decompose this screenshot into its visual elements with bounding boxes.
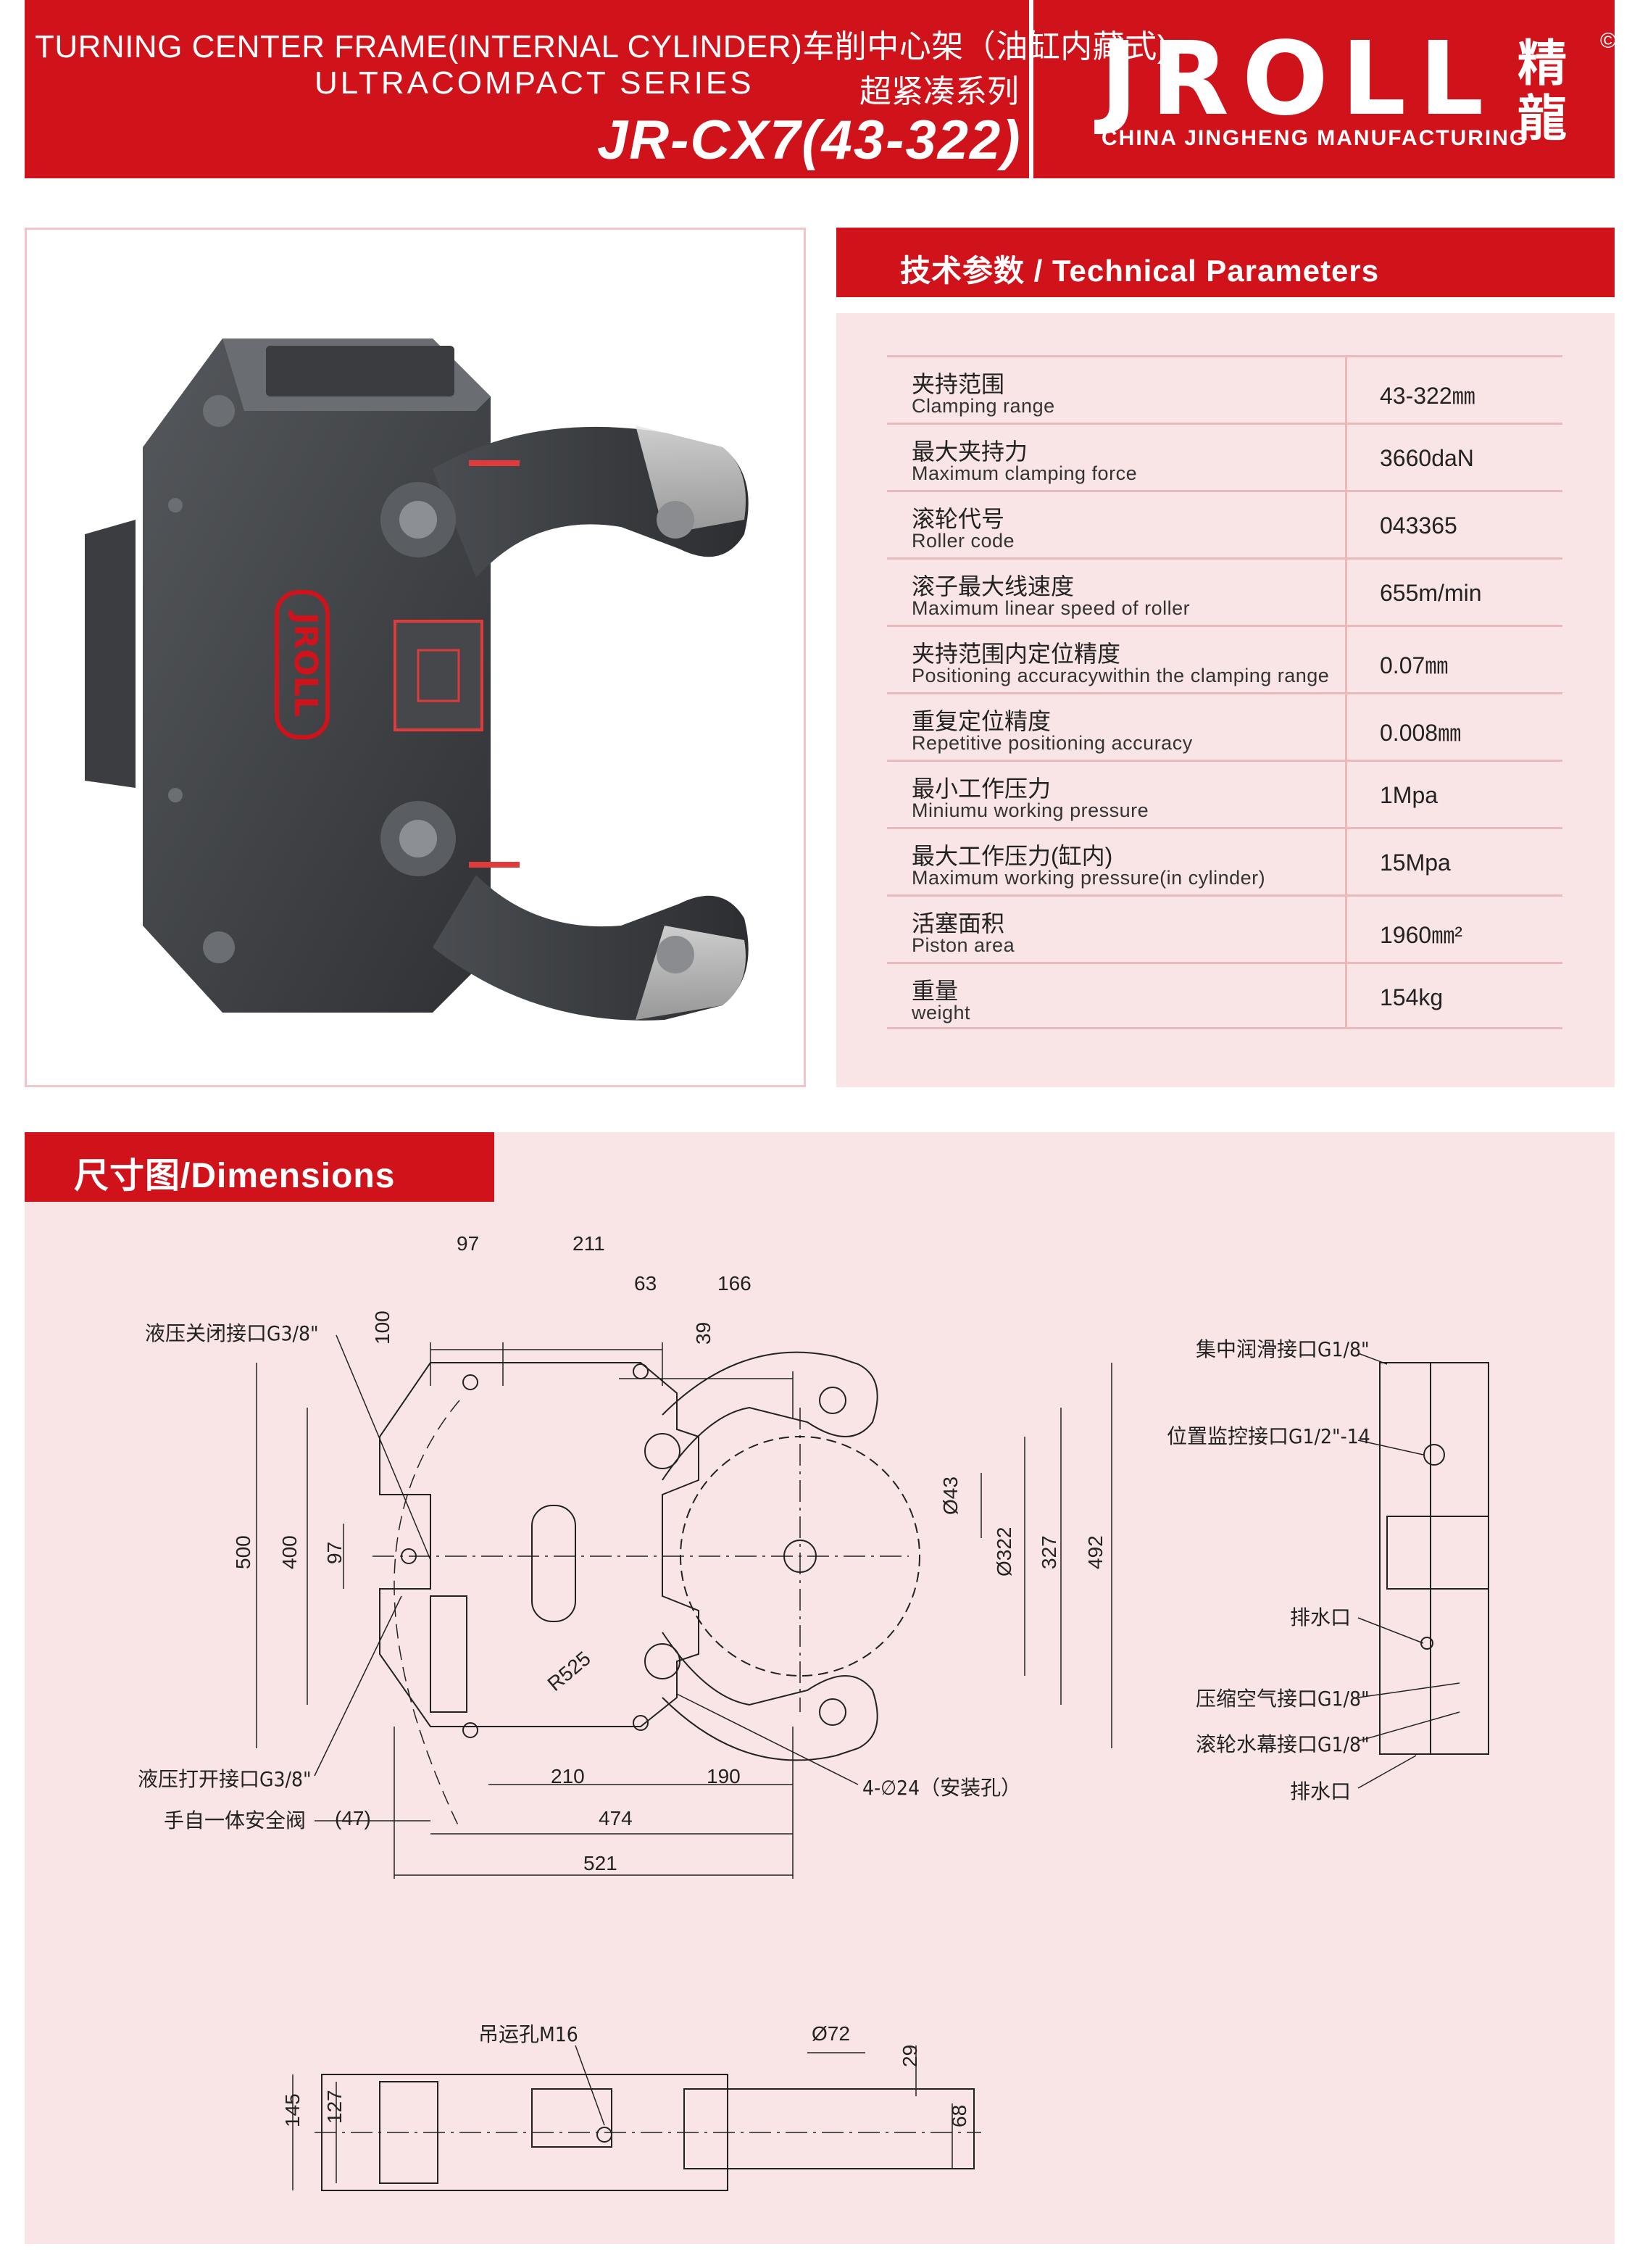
param-name-en: weight bbox=[912, 1002, 971, 1023]
product-photo-frame: JROLL bbox=[25, 228, 806, 1087]
param-name-cn: 夹持范围 bbox=[912, 371, 1005, 397]
param-value: 15Mpa bbox=[1380, 850, 1451, 876]
param-name-en: Maximum linear speed of roller bbox=[912, 597, 1191, 619]
param-value: 0.07㎜ bbox=[1380, 652, 1449, 678]
dimension-drawing bbox=[256, 1334, 1489, 2191]
param-name-en: Roller code bbox=[912, 530, 1015, 552]
param-name-en: Piston area bbox=[912, 934, 1015, 956]
table-row: 重复定位精度 Repetitive positioning accuracy 0… bbox=[887, 692, 1562, 760]
table-row: 夹持范围 Clamping range 43-322㎜ bbox=[887, 355, 1562, 423]
param-name-en: Clamping range bbox=[912, 395, 1055, 417]
dim-63: 63 bbox=[634, 1272, 657, 1295]
tech-params-table: 夹持范围 Clamping range 43-322㎜ 最大夹持力 Maximu… bbox=[887, 355, 1562, 1029]
dim-47: (47) bbox=[335, 1807, 371, 1829]
dim-474: 474 bbox=[599, 1807, 633, 1829]
dim-dia43: Ø43 bbox=[939, 1476, 962, 1515]
label-mount-holes: 4-∅24（安装孔） bbox=[862, 1776, 1022, 1800]
copyright-icon: © bbox=[1600, 29, 1617, 53]
param-value: 3660daN bbox=[1380, 445, 1474, 471]
table-row: 夹持范围内定位精度 Positioning accuracywithin the… bbox=[887, 625, 1562, 692]
dim-190: 190 bbox=[707, 1765, 741, 1787]
param-value: 0.008㎜ bbox=[1380, 720, 1462, 746]
tech-params-panel: 夹持范围 Clamping range 43-322㎜ 最大夹持力 Maximu… bbox=[836, 313, 1615, 1087]
dim-97-top: 97 bbox=[457, 1232, 480, 1255]
table-row: 滚子最大线速度 Maximum linear speed of roller 6… bbox=[887, 557, 1562, 625]
param-name-en: Positioning accuracywithin the clamping … bbox=[912, 665, 1330, 686]
label-water-port: 滚轮水幕接口G1/8" bbox=[1196, 1732, 1370, 1756]
label-position-port: 位置监控接口G1/2"-14 bbox=[1167, 1424, 1370, 1448]
header-series-cn: 超紧凑系列 bbox=[859, 74, 1019, 109]
dimensions-title: 尺寸图/Dimensions bbox=[74, 1157, 396, 1195]
param-value: 1960㎜² bbox=[1380, 922, 1462, 948]
param-name-cn: 滚子最大线速度 bbox=[912, 573, 1075, 599]
param-name-cn: 最大工作压力(缸内) bbox=[912, 843, 1113, 869]
dim-500: 500 bbox=[232, 1535, 254, 1569]
label-drain-1: 排水口 bbox=[1290, 1606, 1352, 1629]
brand-subtitle: CHINA JINGHENG MANUFACTURING bbox=[1102, 126, 1528, 150]
param-name-cn: 夹持范围内定位精度 bbox=[912, 641, 1121, 667]
dimensions-header: 尺寸图/Dimensions bbox=[25, 1132, 494, 1202]
dim-100: 100 bbox=[371, 1310, 394, 1345]
dim-145: 145 bbox=[281, 2093, 304, 2127]
dim-521: 521 bbox=[583, 1852, 617, 1874]
brand-cn: 精龍 bbox=[1517, 36, 1568, 146]
label-air-port: 压缩空气接口G1/8" bbox=[1196, 1687, 1370, 1711]
param-name-cn: 最小工作压力 bbox=[912, 776, 1052, 802]
header-model: JR-CX7(43-322) bbox=[597, 109, 1022, 171]
dimensions-panel bbox=[25, 1132, 1615, 2244]
header-series: ULTRACOMPACT SERIES bbox=[315, 65, 754, 101]
param-name-cn: 重复定位精度 bbox=[912, 708, 1052, 734]
label-hyd-close-port: 液压关闭接口G3/8" bbox=[145, 1321, 319, 1345]
dim-211: 211 bbox=[573, 1232, 605, 1255]
header-title-line1: TURNING CENTER FRAME(INTERNAL CYLINDER)车… bbox=[35, 29, 1168, 65]
dim-327: 327 bbox=[1038, 1535, 1060, 1569]
table-row: 活塞面积 Piston area 1960㎜² bbox=[887, 894, 1562, 962]
param-name-en: Maximum working pressure(in cylinder) bbox=[912, 867, 1266, 889]
param-name-en: Miniumu working pressure bbox=[912, 799, 1149, 821]
param-name-cn: 滚轮代号 bbox=[912, 506, 1005, 532]
dim-97-left: 97 bbox=[323, 1541, 346, 1564]
brand-logo: JROLL CHINA JINGHENG MANUFACTURING 精龍 bbox=[1068, 26, 1575, 164]
param-name-cn: 重量 bbox=[912, 978, 959, 1004]
label-safety-valve: 手自一体安全阀 bbox=[164, 1808, 307, 1832]
dim-dia322: Ø322 bbox=[993, 1526, 1015, 1577]
dim-492: 492 bbox=[1084, 1535, 1107, 1569]
param-value: 655m/min bbox=[1380, 580, 1482, 606]
brand-logo-word: JROLL bbox=[1100, 20, 1497, 138]
param-name-en: Repetitive positioning accuracy bbox=[912, 732, 1193, 754]
dim-210: 210 bbox=[551, 1765, 585, 1787]
table-row: 重量 weight 154kg bbox=[887, 962, 1562, 1029]
param-name-en: Maximum clamping force bbox=[912, 462, 1138, 484]
dim-127: 127 bbox=[323, 2090, 346, 2124]
dim-dia72: Ø72 bbox=[812, 2022, 850, 2045]
label-drain-2: 排水口 bbox=[1290, 1779, 1352, 1803]
param-value: 154kg bbox=[1380, 984, 1444, 1010]
dim-400: 400 bbox=[278, 1535, 301, 1569]
param-name-cn: 最大夹持力 bbox=[912, 439, 1028, 465]
header-divider bbox=[1029, 0, 1033, 178]
dim-166: 166 bbox=[717, 1272, 752, 1295]
table-row: 滚轮代号 Roller code 043365 bbox=[887, 490, 1562, 557]
param-value: 1Mpa bbox=[1380, 782, 1439, 808]
product-body-logo: JROLL bbox=[287, 610, 324, 717]
param-value: 43-322㎜ bbox=[1380, 383, 1475, 409]
table-row: 最大夹持力 Maximum clamping force 3660daN bbox=[887, 423, 1562, 490]
dim-29: 29 bbox=[899, 2044, 921, 2067]
param-value: 043365 bbox=[1380, 512, 1457, 539]
label-lift-hole: 吊运孔M16 bbox=[478, 2022, 578, 2046]
label-lube-port: 集中润滑接口G1/8" bbox=[1196, 1337, 1370, 1361]
dim-39: 39 bbox=[692, 1321, 715, 1345]
table-row: 最大工作压力(缸内) Maximum working pressure(in c… bbox=[887, 827, 1562, 894]
table-row: 最小工作压力 Miniumu working pressure 1Mpa bbox=[887, 760, 1562, 827]
tech-params-header: 技术参数 / Technical Parameters bbox=[836, 228, 1615, 297]
product-photo: JROLL bbox=[85, 338, 749, 1021]
header-banner: TURNING CENTER FRAME(INTERNAL CYLINDER)车… bbox=[25, 0, 1617, 178]
dim-68: 68 bbox=[948, 2104, 970, 2127]
tech-params-title: 技术参数 / Technical Parameters bbox=[900, 254, 1380, 288]
label-hyd-open-port: 液压打开接口G3/8" bbox=[138, 1767, 312, 1791]
param-name-cn: 活塞面积 bbox=[912, 910, 1005, 936]
